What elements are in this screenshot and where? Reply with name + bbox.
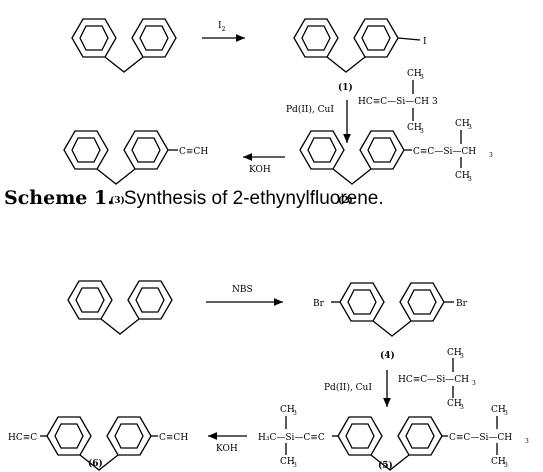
svg-text:CH: CH (407, 123, 422, 133)
compound-2-label: (2) (338, 195, 353, 206)
svg-text:CH: CH (455, 119, 470, 129)
ethynyl-substituent: C≡CH (179, 147, 208, 157)
compound-1-label: (1) (338, 82, 353, 93)
compound-2-substituent: C≡C—Si—CH 3 CH3 CH3 (413, 119, 493, 183)
svg-text:3: 3 (489, 152, 493, 159)
compound-3-label: (3) (110, 195, 125, 206)
svg-text:HC≡C—Si—CH: HC≡C—Si—CH (358, 97, 429, 107)
caption-text: Synthesis of 2-ethynylfluorene. (123, 188, 384, 209)
scheme-1-caption: Scheme 1. Synthesis of 2-ethynylfluorene. (4, 187, 384, 210)
svg-text:C≡C—Si—CH: C≡C—Si—CH (413, 147, 476, 157)
svg-text:3: 3 (468, 176, 472, 183)
iodine-reagent: I2 (218, 21, 226, 33)
svg-text:CH: CH (455, 171, 470, 181)
koh-reagent: KOH (249, 165, 271, 175)
iodo-substituent: I (423, 37, 427, 47)
svg-text:3: 3 (432, 97, 438, 107)
fluorene-structure (71, 18, 177, 73)
tms-acetylene-reagent: HC≡C—Si—CH 3 CH3 CH3 (358, 69, 438, 135)
pd-catalyst-label: Pd(II), CuI (286, 104, 334, 115)
compound-2-structure (299, 130, 405, 185)
caption-label: Scheme 1. (4, 187, 114, 209)
svg-text:CH: CH (407, 69, 422, 79)
iodofluorene-structure (293, 18, 399, 73)
svg-text:3: 3 (420, 74, 424, 81)
ethynylfluorene-structure (63, 130, 169, 185)
svg-text:3: 3 (468, 124, 472, 131)
svg-text:3: 3 (420, 128, 424, 135)
